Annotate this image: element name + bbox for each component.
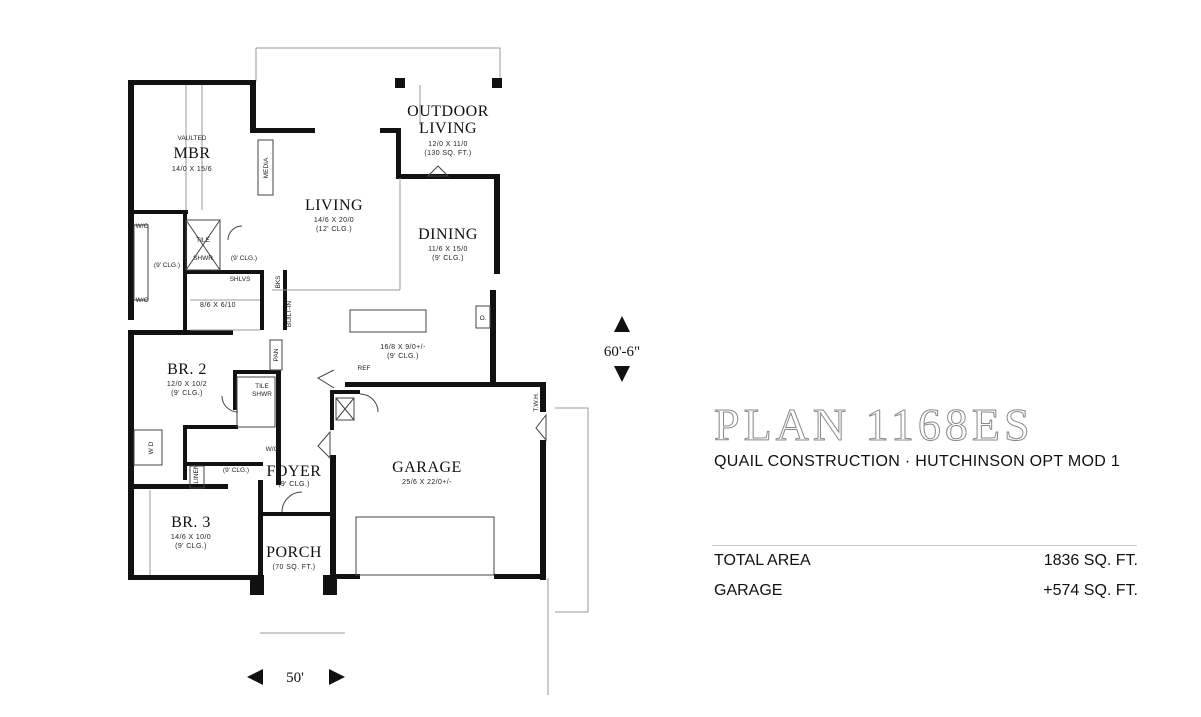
ref-label: REF [358,365,371,372]
kitchen-size: 16/8 X 9/0+/- [380,344,426,351]
garage-area-label: GARAGE [714,582,783,599]
linen-label: LINEN [193,464,200,483]
closet-size: 8/6 X 6/10 [200,302,236,309]
living-clg: (12' CLG.) [316,226,352,233]
shlvs-label: SHLVS [230,276,251,283]
living-size: 14/6 X 20/0 [314,217,354,224]
pan-label: PAN [273,348,280,361]
divider [712,545,1137,546]
wc1-label: W/C [136,223,149,230]
total-area-label: TOTAL AREA [714,552,811,569]
depth-dimension: 60'-6" [604,316,640,382]
foyer-name: FOYER [267,463,322,480]
interior-lines [133,85,547,576]
outdoor-name-1: OUTDOOR [407,103,489,120]
depth-label: 60'-6" [604,344,640,360]
tile-shwr-1b: SHWR [193,255,213,262]
tile-shwr-2: TILE [255,383,269,390]
width-dimension: 50' [247,669,345,686]
plan-title: PLAN 1168ES [714,399,1034,451]
tile-shwr-2b: SHWR [252,391,272,398]
bks-label: BKS [275,275,282,289]
dining-name: DINING [418,226,478,243]
garage-name: GARAGE [392,459,462,476]
br3-clg: (9' CLG.) [175,543,207,550]
porch-area: (70 SQ. FT.) [273,564,316,571]
site-outline [255,47,589,695]
br2-name: BR. 2 [167,361,207,378]
garage-area-value: +574 SQ. FT. [1043,582,1138,599]
br2-size: 12/0 X 10/2 [167,381,207,388]
wc3-label: W/C [266,446,279,453]
mbr-note: VAULTED [177,135,206,142]
kitchen-clg: (9' CLG.) [387,353,419,360]
br3-name: BR. 3 [171,514,211,531]
dining-clg: (9' CLG.) [432,255,464,262]
dining-size: 11/6 X 15/0 [428,246,468,253]
bath2-clg: (9' CLG.) [223,467,249,474]
br3-size: 14/6 X 10/0 [171,534,211,541]
tile-shwr-1: TILE [196,237,210,244]
built-in-label: BUILT-IN [286,301,293,328]
outdoor-name-2: LIVING [419,120,477,137]
room-labels: VAULTED MBR 14/0 X 15/6 OUTDOOR LIVING 1… [167,103,489,571]
plan-subtitle: QUAIL CONSTRUCTION · HUTCHINSON OPT MOD … [714,453,1121,470]
wc2-label: W/C [136,297,149,304]
living-name: LIVING [305,197,363,214]
total-area-value: 1836 SQ. FT. [1043,552,1138,569]
arrow-up-icon [614,316,630,332]
outdoor-area: (130 SQ. FT.) [424,150,471,157]
hall-clg: (9' CLG.) [231,255,257,262]
arrow-right-icon [329,669,345,685]
oven-label: O. [480,315,487,322]
garage-size: 25/6 X 22/0+/- [402,479,452,486]
outdoor-size: 12/0 X 11/0 [428,141,468,148]
width-label: 50' [286,670,304,686]
mbr-name: MBR [173,145,210,162]
fixture-labels: MEDIA TILE SHWR TILE SHWR (9' CLG.) (9' … [136,157,540,484]
br2-clg: (9' CLG.) [171,390,203,397]
wd-label: W D [148,441,155,454]
arrow-left-icon [247,669,263,685]
foyer-clg: (9' CLG.) [278,481,310,488]
media-label: MEDIA [263,157,270,178]
arrow-down-icon [614,366,630,382]
mbr-size: 14/0 X 15/6 [172,166,212,173]
mbath-clg: (9' CLG.) [154,262,180,269]
porch-name: PORCH [266,544,322,561]
twh-label: T.W.H. [533,392,540,411]
